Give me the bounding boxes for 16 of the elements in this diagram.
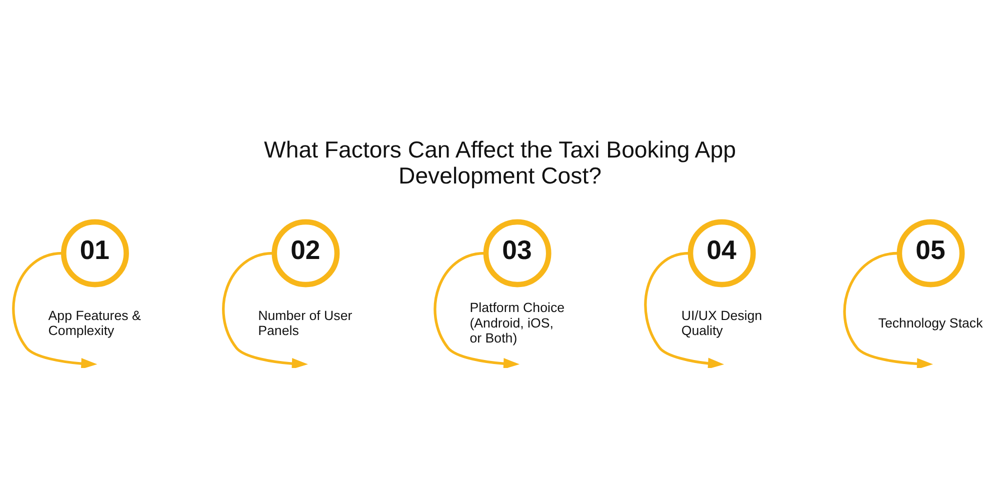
node-label: App Features & Complexity <box>48 308 141 338</box>
arrow <box>644 252 724 368</box>
node-label: Platform Choice (Android, iOS, or Both) <box>470 300 565 346</box>
node-circle: 01 <box>61 219 129 288</box>
arrow <box>222 252 308 368</box>
node-label: Technology Stack <box>878 315 983 330</box>
node-circle: 04 <box>688 219 756 288</box>
arrow <box>12 252 98 368</box>
node-circle: 02 <box>272 219 340 288</box>
node-label: Number of User Panels <box>258 308 352 338</box>
arrow <box>843 252 933 368</box>
node-label: UI/UX Design Quality <box>681 308 762 338</box>
node-circle: 03 <box>483 219 552 288</box>
diagram-title: What Factors Can Affect the Taxi Booking App Development Cost? <box>264 136 736 188</box>
arrow <box>434 252 520 368</box>
node-circle: 05 <box>896 219 965 288</box>
